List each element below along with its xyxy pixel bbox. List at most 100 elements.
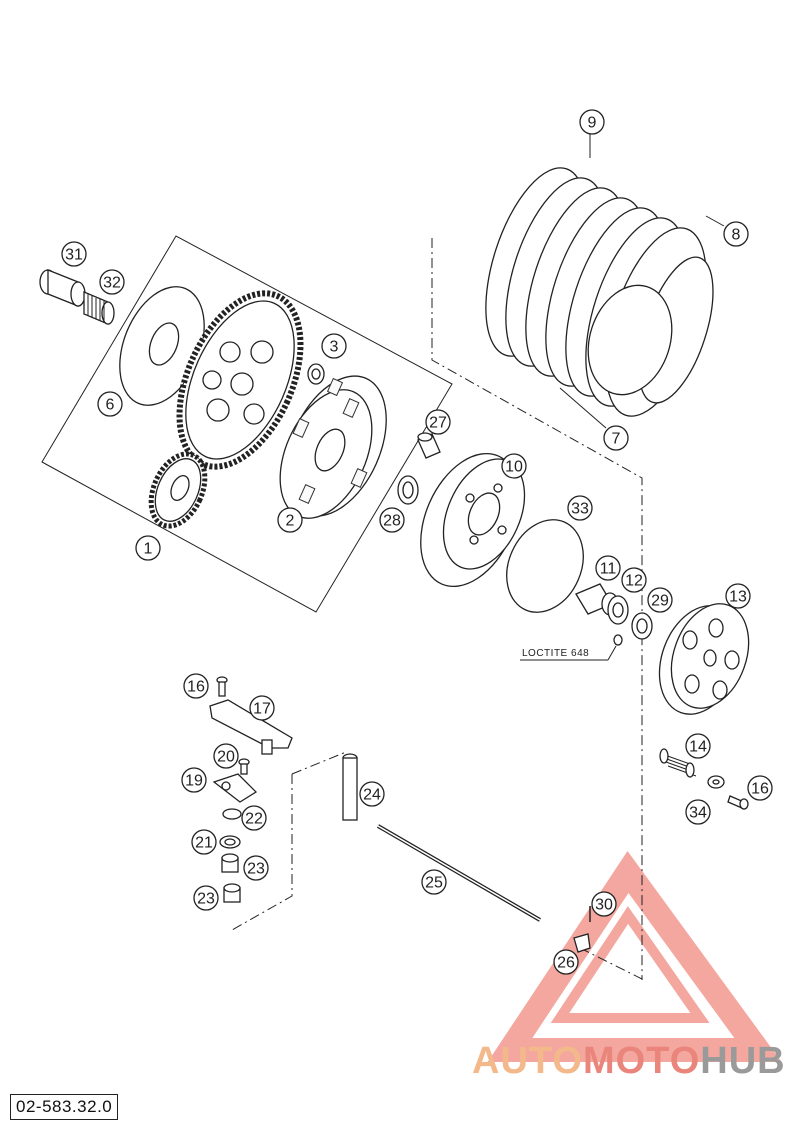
spring-part-14: [659, 748, 697, 778]
callout-number: 23: [247, 861, 265, 878]
callout-2: 2: [277, 507, 303, 533]
callout-number: 3: [330, 339, 339, 356]
callout-number: 16: [187, 679, 205, 696]
screw-part-16a: [216, 676, 228, 697]
watermark-part2: MOTO: [582, 1040, 701, 1082]
callout-29: 29: [647, 587, 673, 613]
callout-number: 28: [383, 513, 401, 530]
callout-number: 8: [732, 227, 741, 244]
callout-number: 2: [286, 513, 295, 530]
bearing-part-23a: [221, 853, 239, 873]
callout-circle: [579, 109, 605, 135]
callout-12: 12: [621, 567, 647, 593]
o-ring-part-33: [506, 519, 584, 613]
plate-part-19: [212, 773, 258, 803]
callout-17: 17: [249, 695, 275, 721]
callout-6: 6: [97, 391, 123, 417]
callout-7: 7: [603, 425, 629, 451]
callout-number: 14: [689, 739, 707, 756]
callout-number: 24: [363, 787, 381, 804]
callout-27: 27: [425, 409, 451, 435]
callout-number: 11: [600, 561, 617, 578]
leader-loctite-2: [607, 645, 617, 661]
callout-number: 12: [625, 573, 643, 590]
callout-number: 26: [557, 955, 575, 972]
callout-19: 19: [181, 767, 207, 793]
callout-25: 25: [421, 869, 447, 895]
callout-number: 16: [751, 781, 769, 798]
ring-part-29: [631, 612, 653, 640]
lever-part-17: [209, 699, 293, 755]
needle-bearing-part-32: [83, 291, 115, 325]
gear-part-1: [148, 451, 208, 529]
callouts: 1236789101112131416161719202122232324252…: [61, 109, 773, 975]
callout-circle: [501, 453, 527, 479]
callout-10: 10: [501, 453, 527, 479]
callout-number: 20: [217, 749, 235, 766]
callout-circle: [685, 799, 711, 825]
callout-number: 33: [571, 501, 589, 518]
callout-number: 27: [429, 415, 447, 432]
shaft-part-24: [342, 753, 358, 821]
bushing-part-31: [39, 269, 86, 307]
callout-circle: [181, 767, 207, 793]
centerline-disc-pack: [431, 238, 643, 980]
watermark-text: AUTOMOTOHUB: [472, 1040, 786, 1083]
callout-number: 1: [144, 541, 153, 558]
callout-34: 34: [685, 799, 711, 825]
callout-circle: [97, 391, 123, 417]
callout-circle: [621, 567, 647, 593]
screw-part-16b: [727, 795, 749, 810]
callout-number: 29: [651, 593, 669, 610]
callout-circle: [213, 743, 239, 769]
washer-part-34: [707, 775, 725, 789]
callout-number: 31: [65, 247, 83, 264]
leader-7: [559, 387, 607, 429]
callout-30: 30: [591, 891, 617, 917]
assembly-frame: [41, 235, 453, 613]
callout-14: 14: [685, 733, 711, 759]
callout-number: 9: [588, 115, 597, 132]
callout-21: 21: [191, 829, 217, 855]
callout-circle: [421, 869, 447, 895]
callout-number: 23: [197, 891, 215, 908]
clutch-hub-part-10: [420, 452, 526, 588]
pushrod-end-part-26: [573, 933, 591, 953]
washer-part-28: [397, 475, 419, 505]
clutch-basket-part-2: [279, 375, 387, 519]
callout-number: 17: [253, 701, 271, 718]
callout-number: 25: [425, 875, 443, 892]
callout-number: 34: [689, 805, 707, 822]
callout-13: 13: [725, 583, 751, 609]
drawing-code: 02-583.32.0: [10, 1094, 119, 1120]
callout-circle: [183, 673, 209, 699]
clutch-disc-pack: [485, 167, 714, 417]
callout-circle: [249, 695, 275, 721]
callout-circle: [379, 507, 405, 533]
callout-circle: [723, 221, 749, 247]
centerline-lower: [579, 947, 645, 981]
callout-circle: [685, 733, 711, 759]
callout-circle: [277, 507, 303, 533]
watermark-part1: AUTO: [472, 1040, 583, 1082]
callout-circle: [725, 583, 751, 609]
callout-33: 33: [567, 495, 593, 521]
ring-part-22: [222, 808, 242, 820]
callout-circle: [425, 409, 451, 435]
callout-circle: [747, 775, 773, 801]
callout-number: 6: [106, 397, 115, 414]
pressure-plate-part-13: [658, 603, 750, 715]
loctite-note: LOCTITE 648: [522, 648, 589, 659]
callout-1: 1: [135, 535, 161, 561]
pushrod-part-25: [376, 824, 542, 922]
callout-16b: 16: [747, 775, 773, 801]
leader-8: [705, 215, 725, 227]
watermark-triangle: [487, 851, 782, 1062]
callout-circle: [647, 587, 673, 613]
callout-32: 32: [99, 269, 125, 295]
callout-circle: [193, 885, 219, 911]
callout-9: 9: [579, 109, 605, 135]
callout-circle: [553, 949, 579, 975]
callout-circle: [567, 495, 593, 521]
callout-circle: [243, 855, 269, 881]
